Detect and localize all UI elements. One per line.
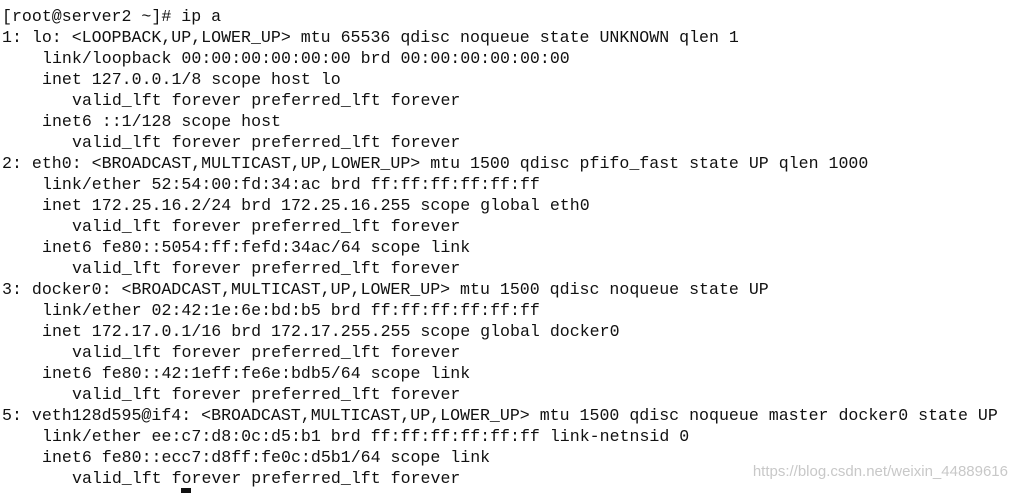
inet-line: inet 127.0.0.1/8 scope host lo: [42, 70, 341, 89]
lifetime-line: valid_lft forever preferred_lft forever: [72, 259, 461, 278]
inet-line: inet 172.17.0.1/16 brd 172.17.255.255 sc…: [42, 322, 620, 341]
text-cursor: [181, 488, 191, 493]
interface-header-eth0: 2: eth0: <BROADCAST,MULTICAST,UP,LOWER_U…: [2, 154, 869, 173]
lifetime-line: valid_lft forever preferred_lft forever: [72, 385, 461, 404]
command-prompt-line: [root@server2 ~]# ip a: [2, 7, 222, 26]
link-line: link/ether 52:54:00:fd:34:ac brd ff:ff:f…: [42, 175, 540, 194]
terminal-output: [root@server2 ~]# ip a 1: lo: <LOOPBACK,…: [2, 6, 998, 489]
inet6-line: inet6 ::1/128 scope host: [42, 112, 281, 131]
inet6-line: inet6 fe80::5054:ff:fefd:34ac/64 scope l…: [42, 238, 471, 257]
lifetime-line: valid_lft forever preferred_lft forever: [72, 133, 461, 152]
lifetime-line: valid_lft forever preferred_lft forever: [72, 469, 461, 488]
interface-header-docker0: 3: docker0: <BROADCAST,MULTICAST,UP,LOWE…: [2, 280, 769, 299]
link-line: link/loopback 00:00:00:00:00:00 brd 00:0…: [42, 49, 570, 68]
watermark: https://blog.csdn.net/weixin_44889616: [752, 463, 1008, 480]
lifetime-line: valid_lft forever preferred_lft forever: [72, 343, 461, 362]
link-line: link/ether ee:c7:d8:0c:d5:b1 brd ff:ff:f…: [42, 427, 690, 446]
inet6-line: inet6 fe80::42:1eff:fe6e:bdb5/64 scope l…: [42, 364, 471, 383]
lifetime-line: valid_lft forever preferred_lft forever: [72, 217, 461, 236]
lifetime-line: valid_lft forever preferred_lft forever: [72, 91, 461, 110]
inet6-line: inet6 fe80::ecc7:d8ff:fe0c:d5b1/64 scope…: [42, 448, 491, 467]
interface-header-lo: 1: lo: <LOOPBACK,UP,LOWER_UP> mtu 65536 …: [2, 28, 739, 47]
inet-line: inet 172.25.16.2/24 brd 172.25.16.255 sc…: [42, 196, 590, 215]
interface-header-veth: 5: veth128d595@if4: <BROADCAST,MULTICAST…: [2, 406, 998, 425]
link-line: link/ether 02:42:1e:6e:bd:b5 brd ff:ff:f…: [42, 301, 540, 320]
